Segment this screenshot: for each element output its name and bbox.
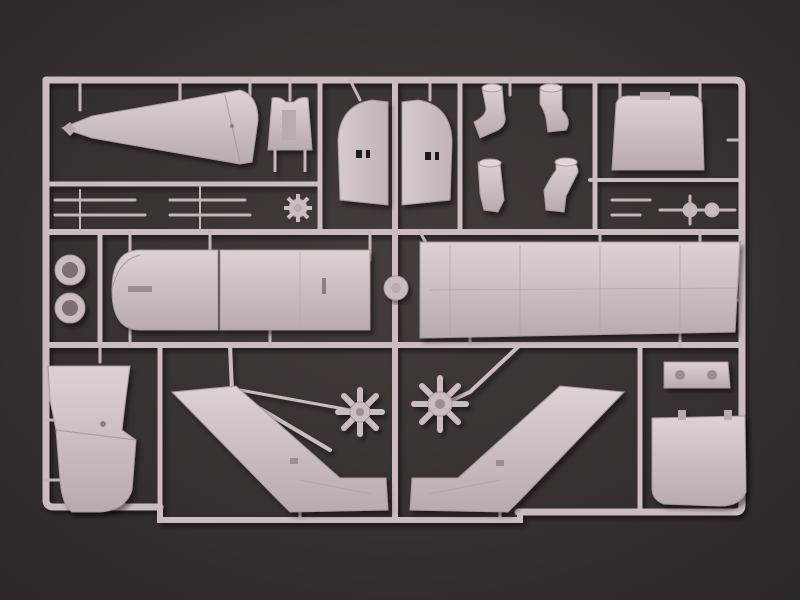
part-bracket-right bbox=[663, 361, 731, 389]
part-cowl-panel-bottom bbox=[651, 410, 747, 507]
part-rods bbox=[53, 183, 252, 233]
part-centre-disc bbox=[383, 275, 409, 301]
part-tail-cone bbox=[60, 89, 259, 165]
part-fuselage-panel-left bbox=[219, 249, 371, 331]
part-fuselage-panel-right bbox=[419, 241, 741, 339]
part-bracket bbox=[267, 97, 313, 172]
part-cowl-panel-top bbox=[611, 92, 705, 171]
part-radial-engine-right bbox=[411, 375, 469, 433]
part-nacelle-left bbox=[337, 99, 389, 206]
part-cowl-rings bbox=[54, 254, 86, 324]
part-wing-right bbox=[409, 385, 626, 513]
part-wing-left bbox=[170, 385, 389, 513]
part-small-cluster bbox=[610, 194, 737, 226]
part-small-star bbox=[284, 194, 312, 222]
part-exhaust-ducts bbox=[473, 83, 579, 213]
part-wing-root bbox=[111, 249, 219, 331]
part-nacelle-right bbox=[401, 99, 453, 206]
part-engine-nacelle-lower bbox=[47, 365, 137, 513]
part-radial-engine-left bbox=[335, 387, 385, 437]
